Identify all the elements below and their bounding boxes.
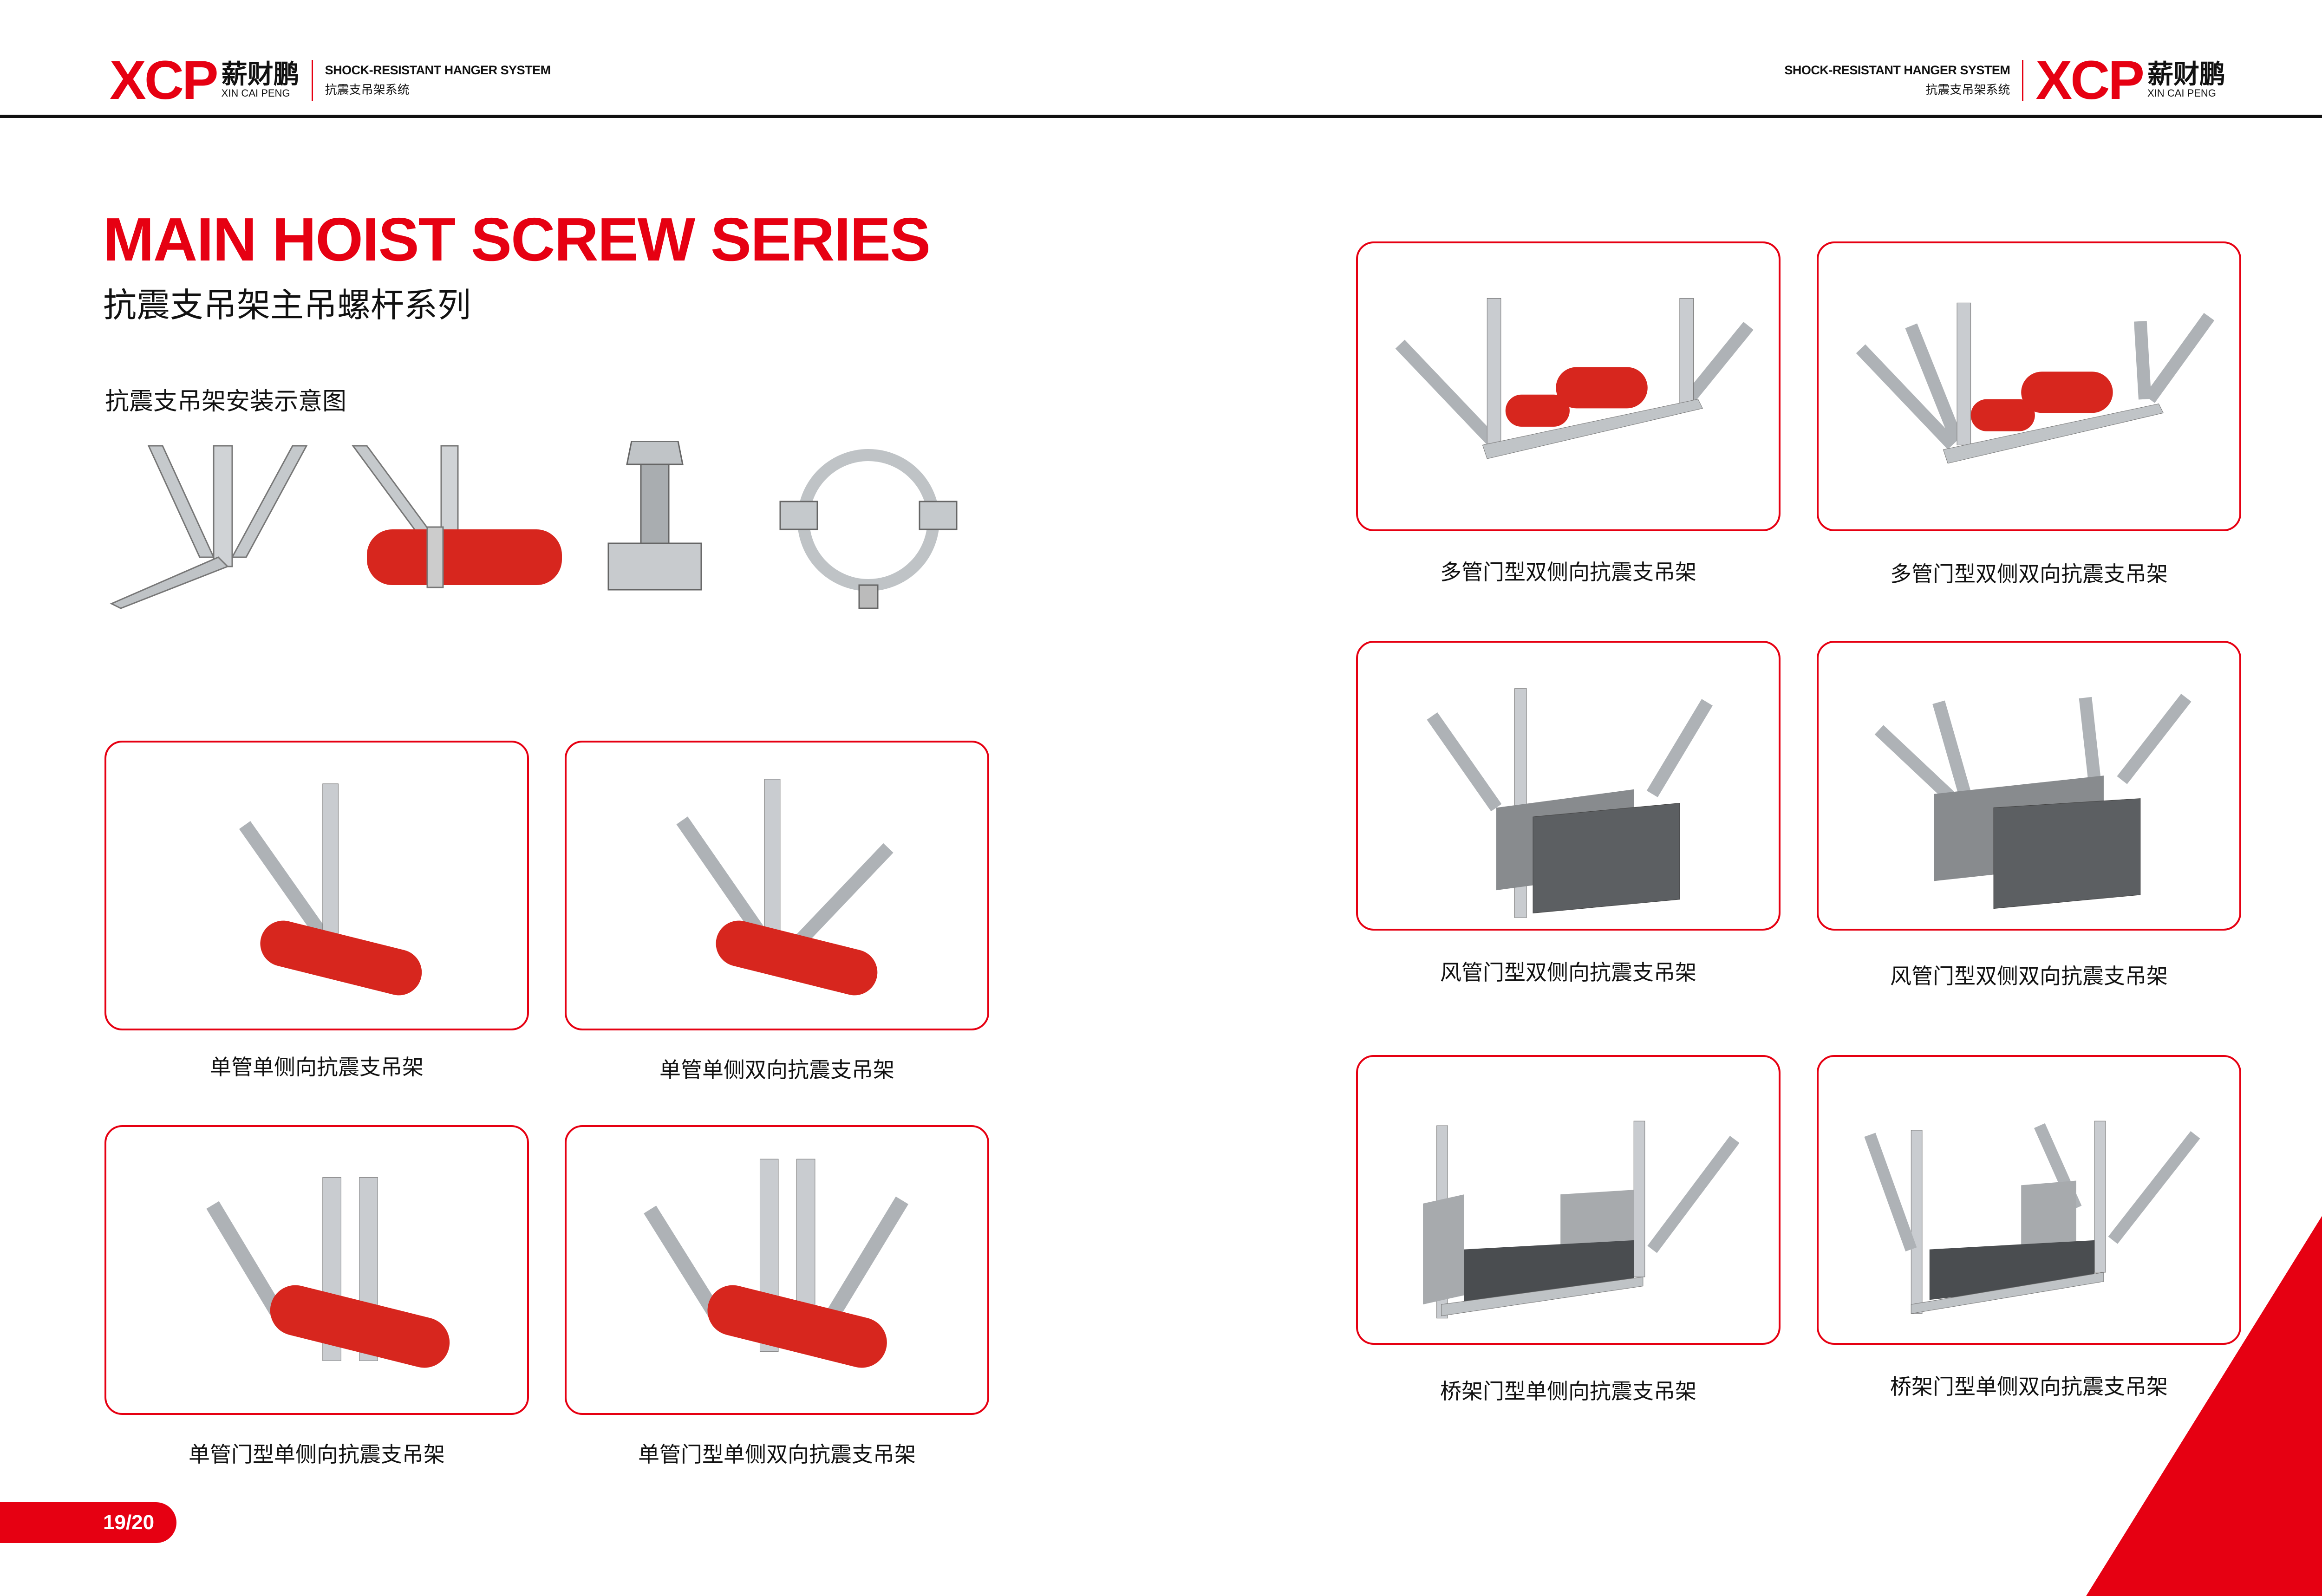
product-card-multi-pipe[interactable] <box>1356 241 1781 531</box>
header-rule <box>0 115 2322 118</box>
product-card-multi-pipe-dual[interactable] <box>1817 241 2241 531</box>
product-label: 单管门型单侧向抗震支吊架 <box>189 1442 445 1466</box>
product-card-single-pipe[interactable] <box>104 741 529 1030</box>
product-image <box>1856 302 2215 464</box>
product-label: 桥架门型单侧向抗震支吊架 <box>1440 1379 1696 1403</box>
product-label: 桥架门型单侧双向抗震支吊架 <box>1890 1375 2168 1399</box>
pipe-clamp-illustration <box>352 445 562 588</box>
brand-name-cn: 薪财鹏 <box>221 59 300 89</box>
divider <box>311 60 313 101</box>
strut-joint-illustration <box>110 445 308 609</box>
product-label: 单管门型单侧双向抗震支吊架 <box>638 1442 916 1466</box>
product-image <box>1874 693 2192 909</box>
system-name-cn: 抗震支吊架系统 <box>1925 83 2010 97</box>
page-number: 19/20 <box>103 1511 155 1534</box>
logo-mark: XCP <box>2035 50 2145 111</box>
product-card-duct[interactable] <box>1356 641 1781 931</box>
product-card-duct-dual[interactable] <box>1817 641 2241 931</box>
brand-name-en: XIN CAI PENG <box>221 87 290 99</box>
product-image <box>676 779 894 996</box>
product-card-tray-dual[interactable] <box>1817 1055 2241 1345</box>
product-card-gate-pipe-dual[interactable] <box>565 1125 989 1415</box>
product-label: 多管门型双侧双向抗震支吊架 <box>1890 562 2168 586</box>
installation-diagrams <box>110 441 958 609</box>
divider <box>2022 60 2024 101</box>
product-image <box>1427 688 1713 918</box>
product-label: 单管单侧双向抗震支吊架 <box>659 1058 894 1082</box>
product-label: 多管门型双侧向抗震支吊架 <box>1440 560 1696 584</box>
product-label: 风管门型双侧向抗震支吊架 <box>1440 960 1696 984</box>
section-title: 抗震支吊架安装示意图 <box>105 388 347 415</box>
product-label: 单管单侧向抗震支吊架 <box>210 1055 424 1079</box>
page-title: MAIN HOIST SCREW SERIES <box>103 205 931 274</box>
product-card-single-pipe-dual[interactable] <box>565 741 989 1030</box>
bolt-illustration <box>607 441 702 591</box>
system-name-en: SHOCK-RESISTANT HANGER SYSTEM <box>1784 63 2010 77</box>
page-subtitle: 抗震支吊架主吊螺杆系列 <box>103 287 471 324</box>
pipe-ring-illustration <box>779 449 958 609</box>
product-image <box>1423 1120 1740 1319</box>
product-image <box>644 1159 909 1368</box>
product-image <box>239 783 422 996</box>
header-right-logo: SHOCK-RESISTANT HANGER SYSTEM 抗震支吊架系统 XC… <box>1784 50 2225 111</box>
brand-name-cn: 薪财鹏 <box>2147 59 2225 89</box>
logo-mark: XCP <box>110 50 219 111</box>
brand-name-en: XIN CAI PENG <box>2147 87 2216 99</box>
product-image <box>206 1177 450 1368</box>
product-card-gate-pipe[interactable] <box>104 1125 529 1415</box>
product-label: 风管门型双侧双向抗震支吊架 <box>1890 964 2168 988</box>
header-left-logo: XCP 薪财鹏 XIN CAI PENG SHOCK-RESISTANT HAN… <box>110 50 551 111</box>
product-card-tray[interactable] <box>1356 1055 1781 1345</box>
system-name-cn: 抗震支吊架系统 <box>325 83 410 97</box>
page-number-badge: 19/20 <box>0 1502 176 1543</box>
product-image <box>1395 298 1754 459</box>
product-image <box>1864 1120 2200 1314</box>
system-name-en: SHOCK-RESISTANT HANGER SYSTEM <box>325 63 551 77</box>
